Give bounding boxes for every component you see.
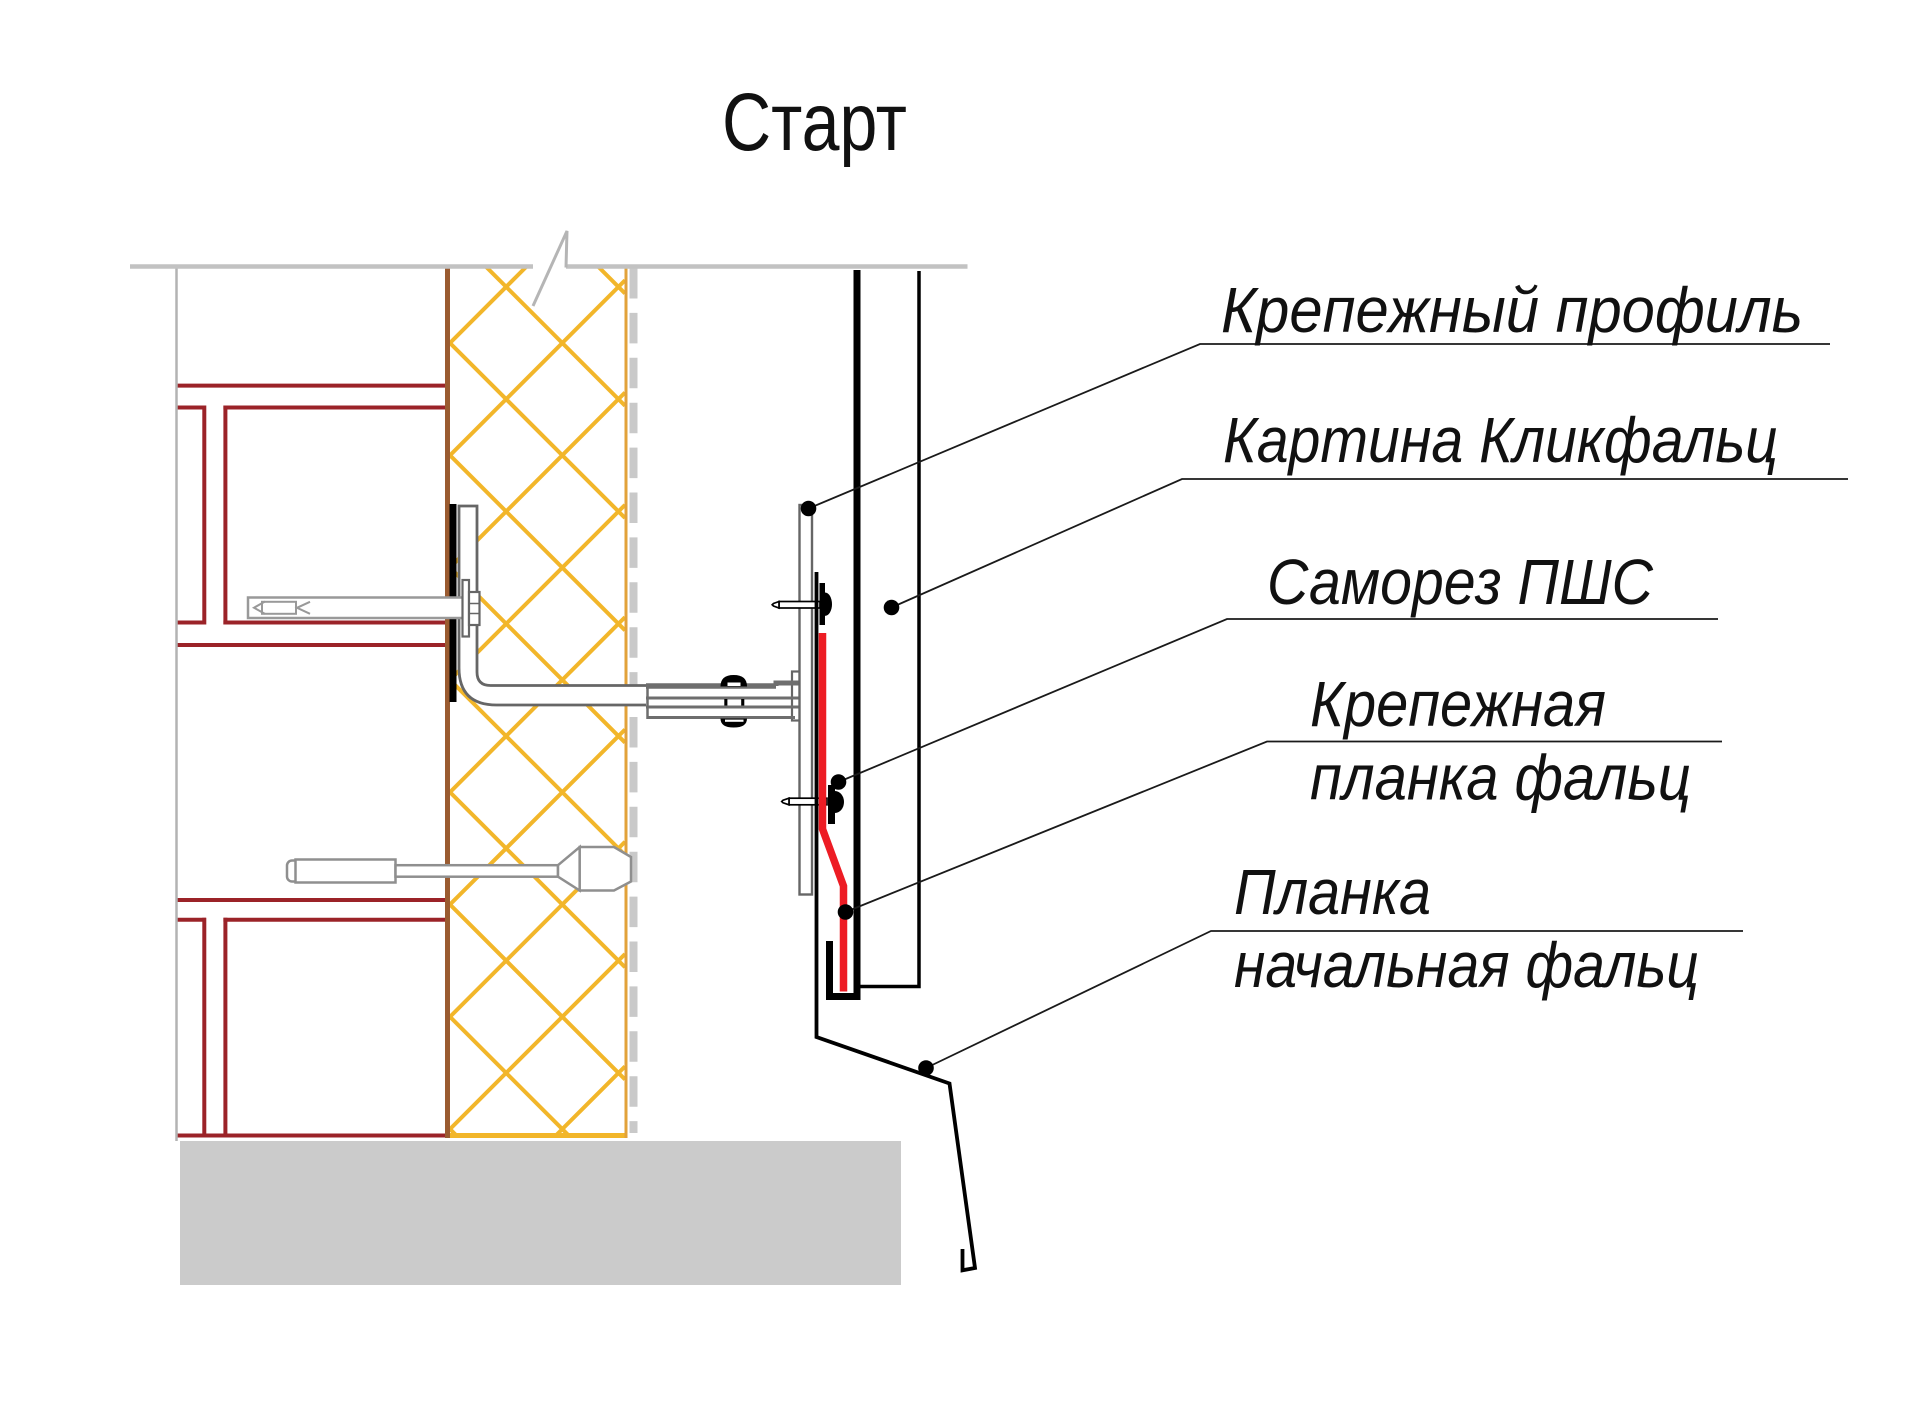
svg-text:планка фальц: планка фальц	[1310, 742, 1691, 814]
svg-text:Старт: Старт	[722, 77, 907, 168]
svg-text:Крепежная: Крепежная	[1310, 668, 1606, 740]
svg-text:Саморез ПШС: Саморез ПШС	[1267, 546, 1654, 618]
svg-text:Картина Кликфальц: Картина Кликфальц	[1223, 404, 1778, 476]
svg-text:начальная фальц: начальная фальц	[1234, 929, 1699, 1001]
svg-text:Крепежный профиль: Крепежный профиль	[1221, 274, 1803, 346]
svg-text:Планка: Планка	[1234, 856, 1431, 928]
